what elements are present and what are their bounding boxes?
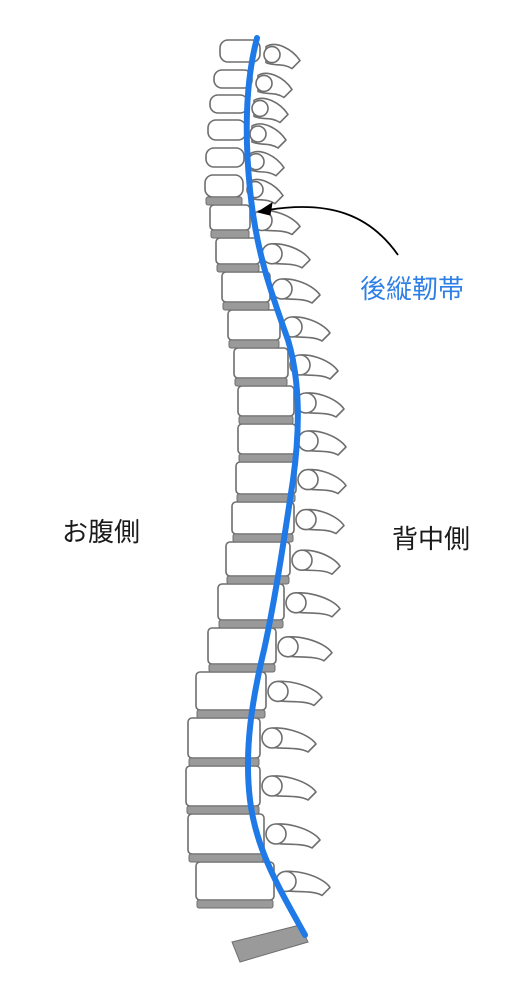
disc — [186, 805, 260, 815]
front-side-label: お腹側 — [62, 518, 141, 548]
vertebral-arch — [249, 125, 267, 143]
disc — [196, 709, 266, 719]
vertebral-arch — [285, 591, 307, 614]
disc — [226, 575, 290, 585]
vertebral-arch — [277, 635, 299, 658]
vertebra-body — [209, 204, 251, 231]
disc — [218, 619, 284, 629]
disc — [208, 663, 276, 673]
vertebra-body — [237, 423, 297, 455]
disc — [222, 301, 270, 311]
vertebral-arch — [261, 775, 283, 797]
vertebral-column — [185, 39, 297, 901]
vertebral-arch — [267, 680, 289, 703]
disc — [232, 533, 294, 543]
vertebral-arch — [265, 823, 287, 845]
vertebra-body — [205, 147, 245, 168]
disc — [210, 229, 250, 239]
back-side-label: 背中側 — [392, 525, 471, 555]
vertebra-body — [204, 174, 244, 198]
vertebral-arch — [255, 74, 273, 93]
vertebra-body — [221, 271, 271, 303]
disc — [228, 339, 280, 349]
disc — [238, 453, 296, 463]
disc — [188, 757, 260, 767]
vertebra-body — [209, 94, 249, 114]
vertebra-body — [237, 385, 295, 417]
vertebra-body — [227, 309, 281, 341]
vertebral-arch — [251, 99, 269, 118]
ligament-label: 後縦靭帯 — [360, 275, 465, 305]
vertebral-arch — [297, 430, 319, 452]
vertebra-body — [207, 119, 247, 141]
disc — [238, 415, 294, 425]
disc — [205, 196, 243, 206]
sacrum — [231, 924, 309, 963]
disc — [196, 899, 274, 909]
vertebral-arch — [295, 508, 317, 531]
disc — [216, 263, 260, 273]
vertebra-body — [235, 461, 297, 495]
posterior-longitudinal-ligament — [243, 35, 308, 938]
disc — [234, 377, 288, 387]
vertebra-body — [195, 861, 275, 901]
disc — [188, 853, 264, 863]
vertebra-body — [233, 347, 289, 379]
disc — [236, 493, 296, 503]
vertebral-arch — [291, 549, 313, 572]
vertebra-body — [215, 237, 261, 265]
annotation-arrow — [267, 206, 399, 256]
vertebral-arch — [297, 468, 319, 491]
vertebral-arch — [261, 727, 283, 749]
arrow-head-icon — [256, 201, 273, 216]
vertebral-arch — [263, 45, 281, 64]
